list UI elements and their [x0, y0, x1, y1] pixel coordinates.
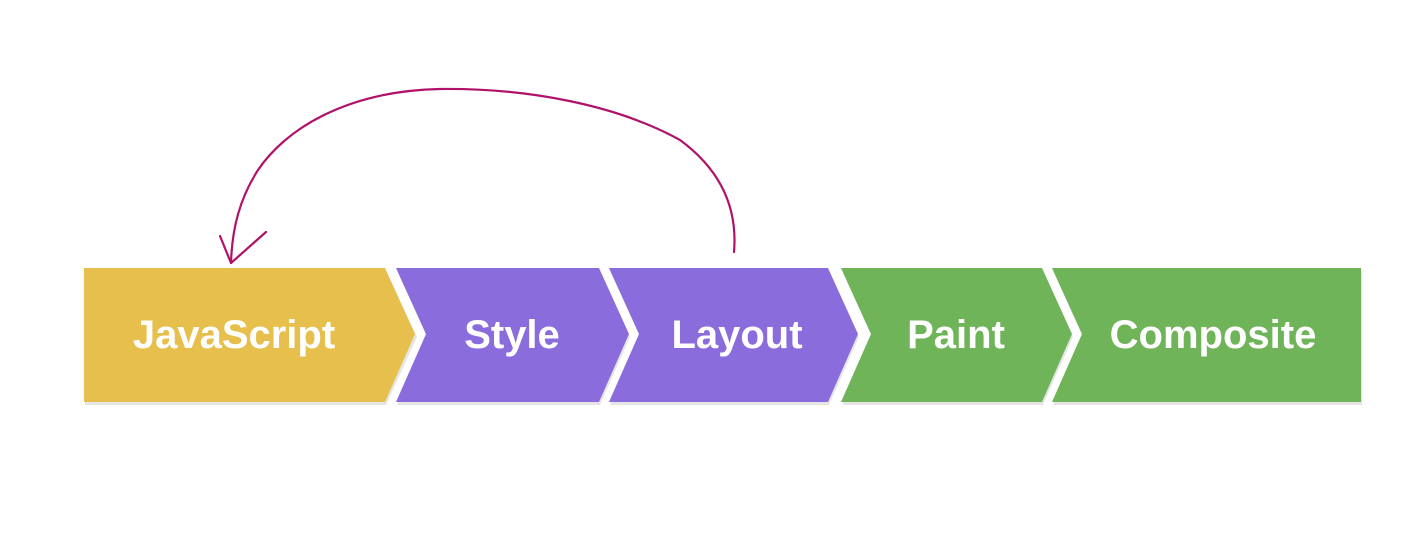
stage-style-shape — [396, 268, 629, 402]
stage-style-label: Style — [464, 313, 560, 357]
loop-back-arrow-curve — [229, 87, 736, 265]
stage-javascript-shape — [84, 268, 415, 402]
stage-composite-shape — [1052, 268, 1361, 402]
stage-paint-label: Paint — [907, 313, 1005, 357]
stage-composite: Composite — [1052, 268, 1362, 405]
stage-paint: Paint — [841, 268, 1073, 405]
stage-layout-shape — [609, 268, 858, 402]
stage-composite-label: Composite — [1110, 313, 1317, 357]
stage-javascript-label: JavaScript — [133, 313, 335, 357]
stage-layout: Layout — [609, 268, 859, 405]
stage-layout-label: Layout — [671, 313, 802, 357]
stage-javascript: JavaScript — [84, 268, 417, 405]
loop-back-arrow-head-icon — [218, 230, 268, 265]
stage-style: Style — [396, 268, 630, 405]
loop-back-arrow — [218, 87, 736, 265]
stage-paint-shape — [841, 268, 1072, 402]
